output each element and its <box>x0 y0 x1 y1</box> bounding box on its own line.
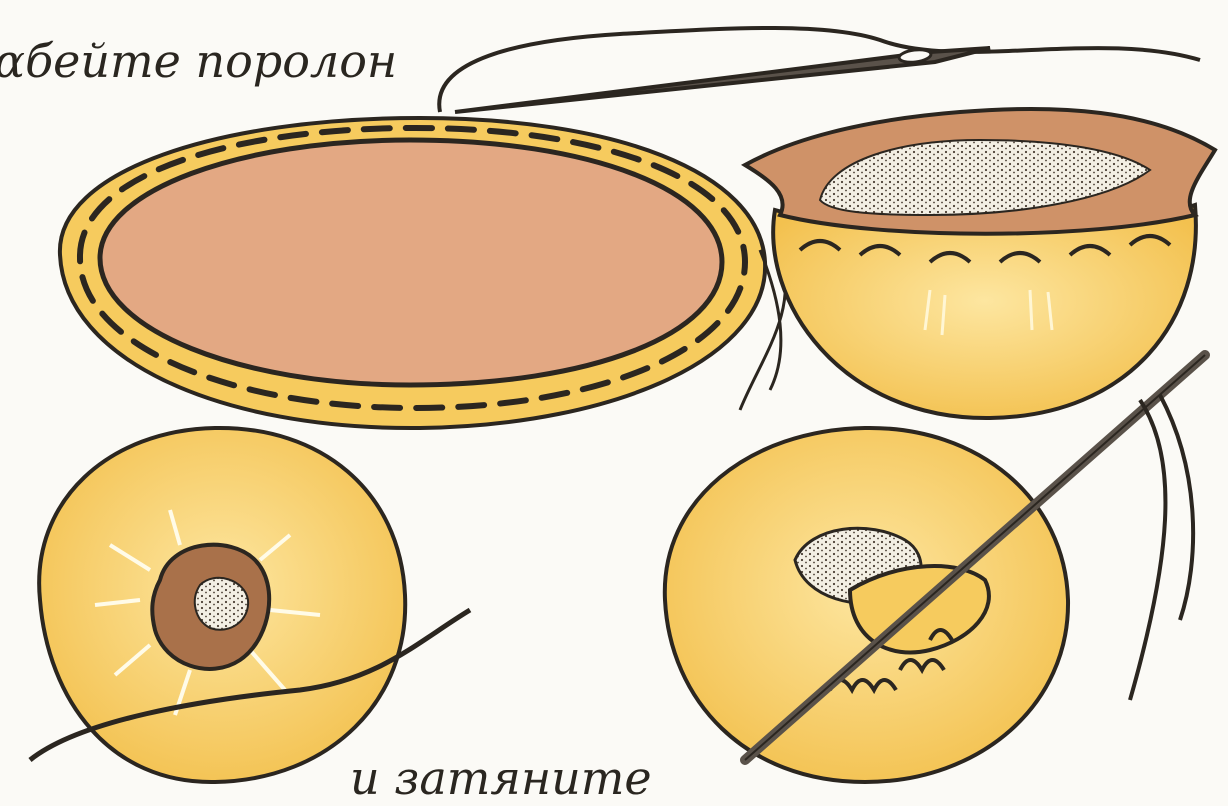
caption-stuff-foam: αбейте поролон <box>0 38 397 84</box>
thread-2 <box>1130 395 1193 700</box>
needle-sewing-panel <box>665 355 1205 782</box>
caption-tighten: и затяните <box>350 755 652 801</box>
yellow-pouch <box>773 205 1196 418</box>
pink-oval-template <box>100 140 722 385</box>
tightened-circle-panel <box>30 428 470 782</box>
gathered-fabric-panel <box>745 109 1215 418</box>
needle-icon <box>455 48 990 112</box>
knot-foam <box>195 578 248 630</box>
